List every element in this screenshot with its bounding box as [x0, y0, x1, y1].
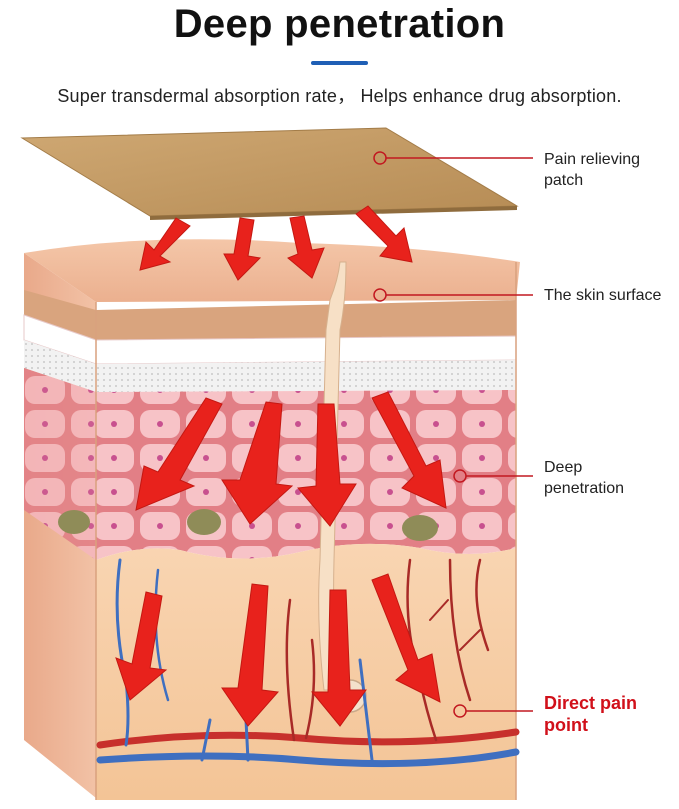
label-deep-penetration: Deep penetration: [544, 459, 625, 497]
label-direct-pain-point: Direct pain point: [544, 693, 638, 735]
arrow-deep-4: [371, 391, 447, 509]
callout-lines: [373, 151, 533, 718]
arrow-pain-4: [371, 573, 441, 703]
arrow-pain-1: [115, 591, 168, 701]
penetration-arrows: [115, 205, 447, 727]
arrow-surface-4: [355, 205, 413, 263]
arrow-deep-1: [135, 397, 223, 511]
arrow-deep-2: [221, 401, 294, 525]
arrow-surface-1: [139, 217, 191, 271]
arrow-surface-3: [287, 215, 325, 279]
skin-block: [23, 239, 520, 800]
arrow-deep-3: [297, 403, 357, 527]
arrow-surface-2: [223, 217, 262, 281]
page-subtitle: Super transdermal absorption rate， Helps…: [57, 86, 622, 106]
label-pain-relieving-patch: Pain relieving patch: [544, 151, 641, 189]
skin-penetration-diagram: [20, 127, 533, 800]
arrow-pain-3: [310, 589, 367, 727]
label-skin-surface: The skin surface: [544, 287, 662, 304]
pain-relieving-patch: [20, 127, 519, 220]
arrow-pain-2: [221, 583, 280, 727]
page-title: Deep penetration: [173, 2, 506, 46]
title-underline: [311, 61, 368, 65]
